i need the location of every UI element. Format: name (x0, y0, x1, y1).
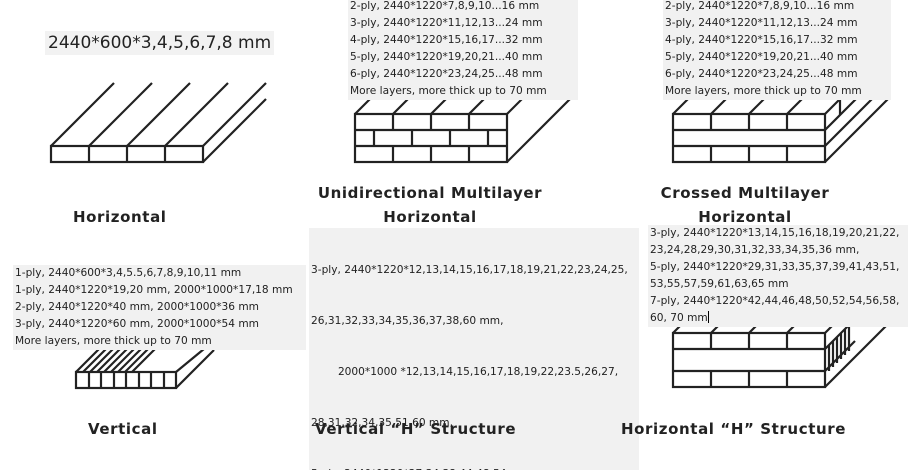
spec-line: 4-ply, 2440*1220*15,16,17...32 mm (665, 34, 858, 46)
vertical-title: Vertical (88, 420, 158, 438)
spec-line: 2-ply, 2440*1220*40 mm, 2000*1000*36 mm (15, 301, 259, 313)
crossed-title-line1: Crossed Multilayer (660, 184, 830, 202)
spec-line: 2-ply, 2440*1220*7,8,9,10...16 mm (665, 0, 855, 12)
spec-line: 3-ply, 2440*1220*13,14,15,16,18,19,20,21… (650, 227, 900, 239)
spec-line-last: 60, 70 mm (650, 310, 906, 327)
vertical-spec-list: 1-ply, 2440*600*3,4,5.5,6,7,8,9,10,11 mm… (13, 265, 306, 350)
spec-line: More layers, more thick up to 70 mm (15, 335, 212, 347)
spec-line: 1-ply, 2440*600*3,4,5.5,6,7,8,9,10,11 mm (15, 267, 242, 279)
unidirectional-spec-list: 2-ply, 2440*1220*7,8,9,10...16 mm 3-ply,… (348, 0, 578, 100)
spec-line: 6-ply, 2440*1220*23,24,25...48 mm (350, 68, 543, 80)
spec-line: More layers, more thick up to 70 mm (665, 85, 862, 97)
spec-line: 5-ply, 2440*1220*29,31,33,35,37,39,41,43… (650, 261, 900, 273)
vertical-h-title: Vertical “H” Structure (315, 420, 517, 438)
spec-line: 5-ply, 2440*1220*19,20,21...40 mm (350, 51, 543, 63)
horizontal-h-structure-diagram-icon (671, 323, 889, 389)
horizontal-h-spec-list: 3-ply, 2440*1220*13,14,15,16,18,19,20,21… (648, 225, 908, 327)
vertical-h-spec-list: 3-ply, 2440*1220*12,13,14,15,16,17,18,19… (309, 228, 639, 470)
spec-line: 7-ply, 2440*1220*42,44,46,48,50,52,54,56… (650, 295, 900, 307)
spec-line: 1-ply, 2440*1220*19,20 mm, 2000*1000*17,… (15, 284, 293, 296)
unidirectional-title-line2: Horizontal (383, 208, 477, 226)
crossed-title-line2: Horizontal (698, 208, 792, 226)
spec-line: 5-ply, 2440*1220*27,34,38,44,48,54 mm (311, 466, 637, 470)
spec-line: 3-ply, 2440*1220*11,12,13...24 mm (350, 17, 543, 29)
horizontal-h-title: Horizontal “H” Structure (621, 420, 847, 438)
spec-line: 6-ply, 2440*1220*23,24,25...48 mm (665, 68, 858, 80)
spec-line: 23,24,28,29,30,31,32,33,34,35,36 mm, (650, 244, 860, 256)
spec-line: 4-ply, 2440*1220*15,16,17...32 mm (350, 34, 543, 46)
spec-line-text: 60, 70 mm (650, 312, 708, 324)
spec-line: 2-ply, 2440*1220*7,8,9,10...16 mm (350, 0, 540, 12)
spec-line: More layers, more thick up to 70 mm (350, 85, 547, 97)
crossed-spec-list: 2-ply, 2440*1220*7,8,9,10...16 mm 3-ply,… (663, 0, 891, 100)
horizontal-spec: 2440*600*3,4,5,6,7,8 mm (45, 31, 275, 55)
spec-line: 3-ply, 2440*1220*11,12,13...24 mm (665, 17, 858, 29)
spec-line: 53,55,57,59,61,63,65 mm (650, 278, 789, 290)
spec-line: 2000*1000 *12,13,14,15,16,17,18,19,22,23… (311, 366, 619, 378)
horizontal-board-diagram-icon (49, 82, 267, 164)
unidirectional-title-line1: Unidirectional Multilayer (317, 184, 543, 202)
text-cursor-icon (707, 311, 709, 323)
spec-line: 3-ply, 2440*1220*12,13,14,15,16,17,18,19… (311, 264, 628, 276)
spec-line: 5-ply, 2440*1220*19,20,21...40 mm (665, 51, 858, 63)
vertical-board-diagram-icon (74, 343, 215, 390)
spec-line: 28,31,32,34,35,51,60 mm, (311, 417, 453, 429)
spec-line: 26,31,32,33,34,35,36,37,38,60 mm, (311, 315, 504, 327)
horizontal-title: Horizontal (73, 208, 167, 226)
spec-line: 3-ply, 2440*1220*60 mm, 2000*1000*54 mm (15, 318, 259, 330)
